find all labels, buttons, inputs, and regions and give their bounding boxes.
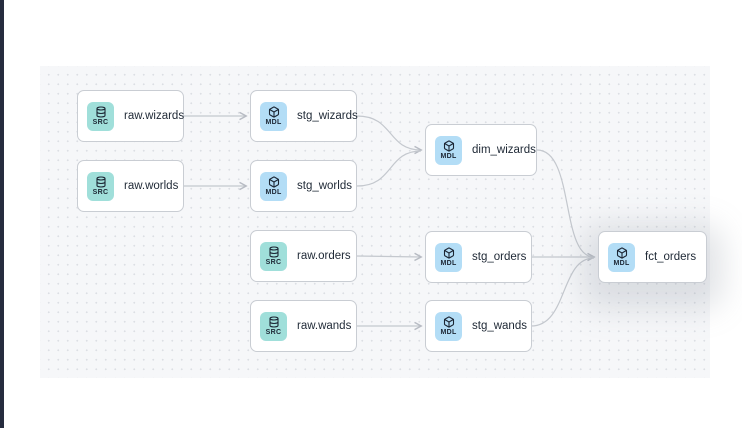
- node-stg-worlds[interactable]: MDL stg_worlds: [250, 160, 357, 212]
- database-icon: [268, 315, 279, 328]
- model-badge: MDL: [435, 135, 462, 165]
- node-label: raw.wizards: [124, 110, 185, 122]
- node-stg-wands[interactable]: MDL stg_wands: [425, 300, 532, 352]
- badge-label: MDL: [613, 259, 630, 267]
- node-raw-worlds[interactable]: SRC raw.worlds: [77, 160, 184, 212]
- node-label: raw.wands: [297, 320, 352, 332]
- badge-label: MDL: [265, 118, 282, 126]
- badge-label: MDL: [440, 328, 457, 336]
- node-stg-orders[interactable]: MDL stg_orders: [425, 231, 532, 283]
- badge-label: MDL: [440, 259, 457, 267]
- cube-icon: [443, 139, 454, 152]
- node-label: stg_worlds: [297, 180, 352, 192]
- model-badge: MDL: [435, 242, 462, 272]
- database-icon: [95, 105, 106, 118]
- node-raw-orders[interactable]: SRC raw.orders: [250, 230, 357, 282]
- node-label: dim_wizards: [472, 144, 536, 156]
- source-badge: SRC: [260, 311, 287, 341]
- node-raw-wands[interactable]: SRC raw.wands: [250, 300, 357, 352]
- model-badge: MDL: [435, 311, 462, 341]
- badge-label: SRC: [92, 188, 109, 196]
- cube-icon: [443, 246, 454, 259]
- source-badge: SRC: [260, 241, 287, 271]
- model-badge: MDL: [260, 101, 287, 131]
- database-icon: [95, 175, 106, 188]
- node-label: raw.worlds: [124, 180, 179, 192]
- database-icon: [268, 245, 279, 258]
- node-fct-orders[interactable]: MDL fct_orders: [598, 231, 707, 283]
- badge-label: SRC: [265, 328, 282, 336]
- badge-label: SRC: [92, 118, 109, 126]
- node-stg-wizards[interactable]: MDL stg_wizards: [250, 90, 358, 142]
- cube-icon: [443, 315, 454, 328]
- node-label: stg_wizards: [297, 110, 358, 122]
- node-label: stg_wands: [472, 320, 527, 332]
- window-left-edge: [0, 0, 4, 428]
- badge-label: SRC: [265, 258, 282, 266]
- node-raw-wizards[interactable]: SRC raw.wizards: [77, 90, 184, 142]
- node-label: raw.orders: [297, 250, 351, 262]
- cube-icon: [268, 105, 279, 118]
- cube-icon: [268, 175, 279, 188]
- node-dim-wizards[interactable]: MDL dim_wizards: [425, 124, 537, 176]
- badge-label: MDL: [440, 152, 457, 160]
- model-badge: MDL: [608, 242, 635, 272]
- node-label: stg_orders: [472, 251, 527, 263]
- cube-icon: [616, 246, 627, 259]
- source-badge: SRC: [87, 171, 114, 201]
- node-label: fct_orders: [645, 251, 697, 263]
- source-badge: SRC: [87, 101, 114, 131]
- model-badge: MDL: [260, 171, 287, 201]
- badge-label: MDL: [265, 188, 282, 196]
